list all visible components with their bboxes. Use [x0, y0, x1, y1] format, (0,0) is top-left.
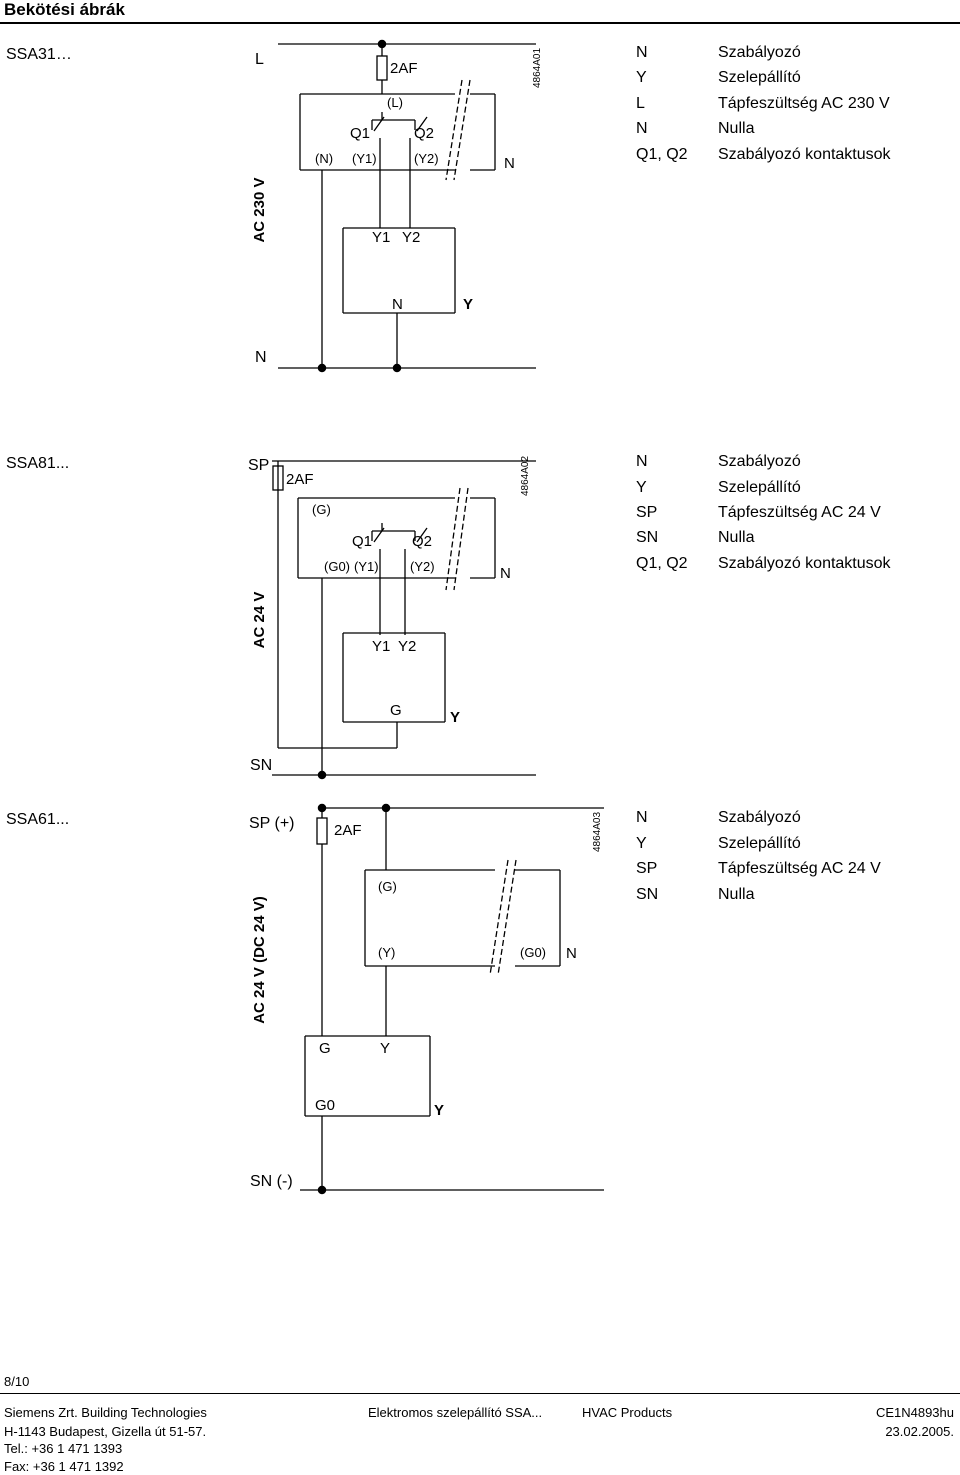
footer-division: HVAC Products: [582, 1405, 673, 1420]
d2-act-y: Y: [450, 709, 460, 726]
d1-act-y2: Y2: [402, 229, 420, 246]
legend-key: SN: [636, 886, 659, 903]
d3-ctrl-g0: (G0): [520, 945, 546, 960]
d1-q1: Q1: [350, 125, 370, 142]
legend-value: Szelepállító: [718, 479, 801, 496]
d3-ctrl-n: N: [566, 945, 577, 962]
d3-fuse: [316, 817, 328, 845]
wiring-diagrams: AC 230 V L 2AF 4864A01 (L) Q1 Q2 (N): [248, 39, 604, 1195]
legend-value: Szelepállító: [718, 69, 801, 86]
footer-company: Siemens Zrt. Building Technologies: [4, 1405, 207, 1420]
legend-value: Szabályozó: [718, 453, 801, 470]
legend-value: Nulla: [718, 120, 755, 137]
footer-address: H-1143 Budapest, Gizella út 51-57.: [4, 1424, 207, 1439]
d2-bottom-rail-label: SN: [250, 757, 272, 774]
footer-doc-code: CE1N4893hu: [875, 1405, 954, 1420]
d3-ctrl-g: (G): [378, 879, 397, 894]
legend-value: Tápfeszültség AC 24 V: [718, 504, 881, 521]
footer-rule: [0, 1393, 960, 1394]
d2-code: 4864A02: [520, 456, 531, 496]
legend-key: Q1, Q2: [636, 555, 688, 572]
footer-fax: Fax: +36 1 471 1392: [4, 1459, 124, 1474]
footer-product: Elektromos szelepállító SSA...: [368, 1405, 543, 1420]
d2-supply-label: SP: [248, 457, 269, 474]
d3-act-g0: G0: [315, 1097, 335, 1114]
d1-act-y1: Y1: [372, 229, 390, 246]
legend-value: Szelepállító: [718, 835, 801, 852]
d2-act-g: G: [390, 702, 402, 719]
d1-ctrl-top: (L): [387, 95, 403, 110]
d3-act-y-top: Y: [380, 1040, 390, 1057]
d1-side-label: AC 230 V: [251, 177, 268, 242]
d2-term-y1: (Y1): [354, 559, 379, 574]
footer-date: 23.02.2005.: [885, 1424, 954, 1439]
legend-value: Tápfeszültség AC 230 V: [718, 95, 890, 112]
d1-act-y: Y: [463, 296, 473, 313]
legend-value: Nulla: [718, 886, 755, 903]
d3-supply-label: SP (+): [249, 815, 295, 832]
d1-q2: Q2: [414, 125, 434, 142]
legend-key: L: [636, 95, 645, 112]
diagram-1-model: SSA31…: [6, 46, 72, 63]
d3-side-label: AC 24 V (DC 24 V): [251, 896, 268, 1024]
legend-key: N: [636, 120, 648, 137]
d2-act-y1: Y1: [372, 638, 390, 655]
d1-contact-q1: [373, 116, 385, 132]
d2-ctrl-n: N: [500, 565, 511, 582]
footer-tel: Tel.: +36 1 471 1393: [4, 1441, 123, 1456]
legend-key: N: [636, 453, 648, 470]
d1-bottom-rail-label: N: [255, 349, 267, 366]
d1-contact-q2: [416, 116, 428, 132]
d3-fuse-label: 2AF: [334, 822, 362, 839]
legend-value: Tápfeszültség AC 24 V: [718, 860, 881, 877]
d1-fuse-label: 2AF: [390, 60, 418, 77]
d3-code: 4864A03: [592, 812, 603, 852]
d2-ctrl-top: (G): [312, 502, 331, 517]
d2-contact-q2: [416, 527, 428, 543]
legend-value: Szabályozó kontaktusok: [718, 146, 891, 163]
d3-ctrl-y: (Y): [378, 945, 395, 960]
legend-key: Y: [636, 69, 647, 86]
diagram-3-model: SSA61...: [6, 811, 70, 828]
d1-fuse: [376, 55, 388, 81]
title-rule: [0, 22, 960, 24]
d2-term-g0: (G0): [324, 559, 350, 574]
legend-key: Y: [636, 835, 647, 852]
d2-act-y2: Y2: [398, 638, 416, 655]
legend-key: N: [636, 809, 648, 826]
diagram-2-model: SSA81...: [6, 455, 70, 472]
d3-bottom-rail-label: SN (-): [250, 1173, 293, 1190]
d1-term-y2: (Y2): [414, 151, 439, 166]
legend-value: Szabályozó kontaktusok: [718, 555, 891, 572]
legend-value: Szabályozó: [718, 44, 801, 61]
legend-key: SP: [636, 504, 658, 521]
d1-act-n: N: [392, 296, 403, 313]
legend-key: Y: [636, 479, 647, 496]
page-section-title: Bekötési ábrák: [4, 0, 125, 19]
d2-q2: Q2: [412, 533, 432, 550]
page-number: 8/10: [4, 1374, 30, 1389]
d2-term-y2: (Y2): [410, 559, 435, 574]
legend-key: Q1, Q2: [636, 146, 688, 163]
legend-key: N: [636, 44, 648, 61]
d1-supply-label: L: [255, 51, 264, 68]
legend-key: SN: [636, 529, 659, 546]
diagram-2: AC 24 V SP 2AF 4864A02 (G) Q1 Q2 (G0) (Y…: [248, 456, 536, 780]
d2-fuse-label: 2AF: [286, 471, 314, 488]
d2-contact-q1: [373, 527, 385, 543]
diagram-3: AC 24 V (DC 24 V) SP (+) 2AF 4864A03 (G)…: [249, 803, 604, 1195]
d2-q1: Q1: [352, 533, 372, 550]
diagram-1: AC 230 V L 2AF 4864A01 (L) Q1 Q2 (N): [251, 39, 543, 373]
d1-ctrl-n: N: [504, 155, 515, 172]
legend-value: Nulla: [718, 529, 755, 546]
legend-key: SP: [636, 860, 658, 877]
d2-side-label: AC 24 V: [251, 592, 268, 649]
legend-value: Szabályozó: [718, 809, 801, 826]
d1-code: 4864A01: [532, 48, 543, 88]
d1-term-y1: (Y1): [352, 151, 377, 166]
d1-term-n: (N): [315, 151, 333, 166]
d3-act-g: G: [319, 1040, 331, 1057]
d3-act-y: Y: [434, 1102, 444, 1119]
d2-fuse: [272, 465, 284, 491]
